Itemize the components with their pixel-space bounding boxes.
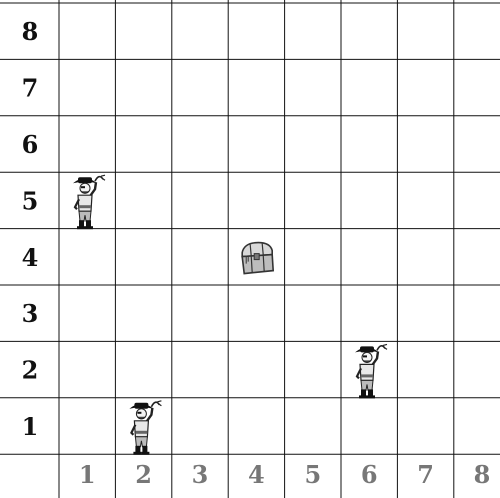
y-axis-label: 4 xyxy=(22,243,39,272)
pieces-layer xyxy=(73,175,387,455)
x-axis-label: 1 xyxy=(79,460,96,489)
y-axis-label: 3 xyxy=(22,299,39,328)
x-axis-label: 2 xyxy=(135,460,152,489)
treasure-chest-icon xyxy=(242,243,273,274)
pirate-icon xyxy=(129,401,161,455)
x-axis-label: 5 xyxy=(304,460,321,489)
x-axis-label: 8 xyxy=(474,460,491,489)
y-axis-label: 2 xyxy=(22,356,39,385)
y-axis-label: 7 xyxy=(22,74,39,103)
x-axis-label: 4 xyxy=(248,460,265,489)
x-axis-label: 7 xyxy=(417,460,434,489)
y-axis-label: 5 xyxy=(22,186,39,215)
pirate-icon xyxy=(73,175,105,229)
x-axis-label: 6 xyxy=(361,460,378,489)
y-axis-label: 1 xyxy=(22,412,39,441)
x-axis-label: 3 xyxy=(192,460,209,489)
y-axis-label: 8 xyxy=(22,17,39,46)
pirate-icon xyxy=(355,344,387,398)
y-axis-label: 6 xyxy=(22,130,39,159)
